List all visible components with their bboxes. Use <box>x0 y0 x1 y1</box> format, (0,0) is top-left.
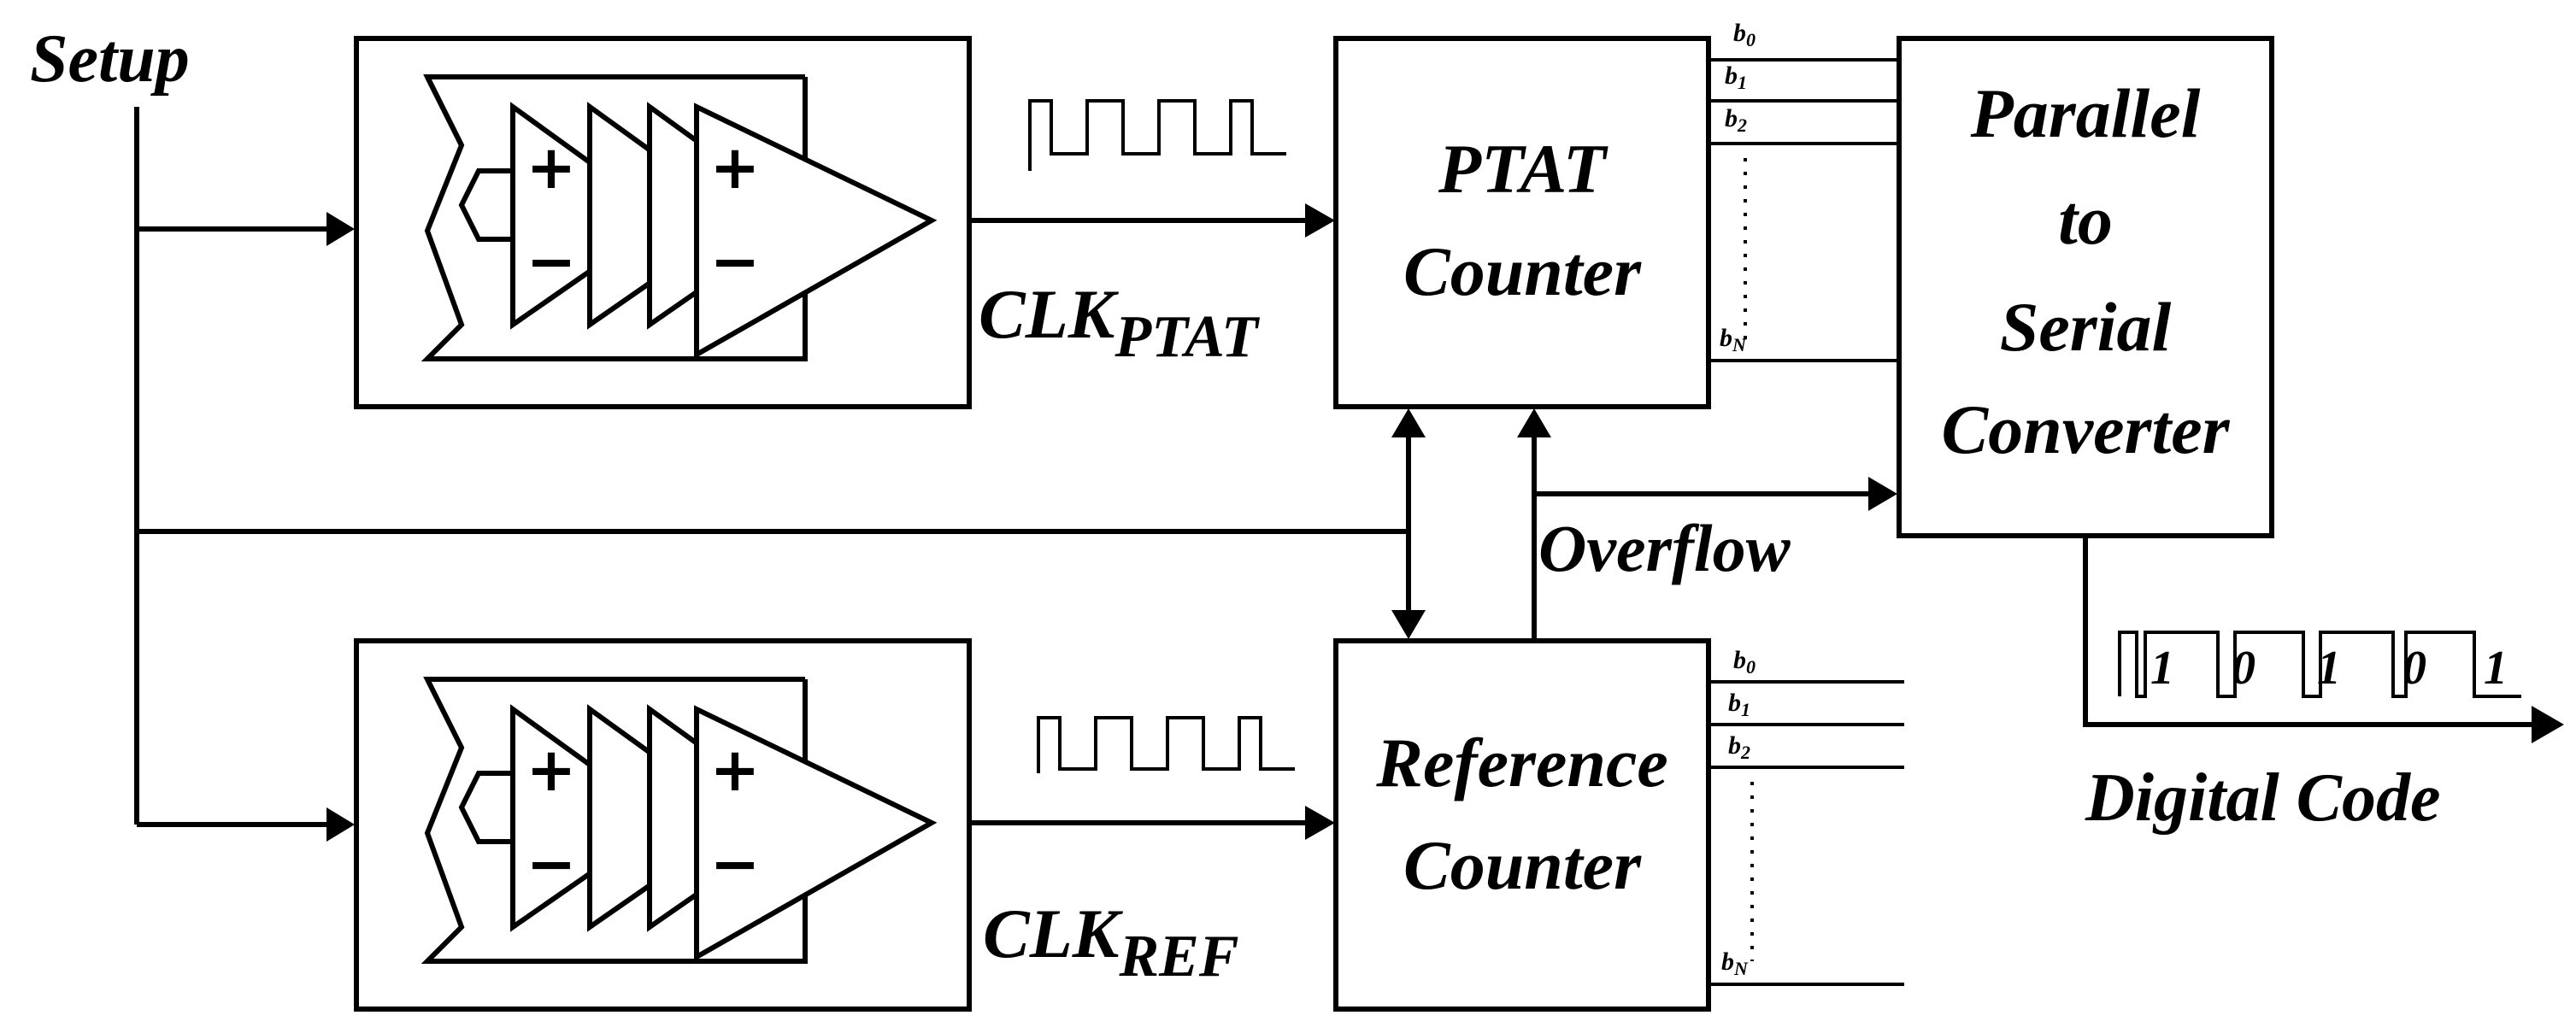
digital-output-wire <box>2083 536 2564 743</box>
overflow-label: Overflow <box>1538 511 1791 585</box>
digital-code-label: Digital Code <box>2085 760 2441 836</box>
arrow-head <box>1868 477 1897 511</box>
ptat-bit-lines <box>1709 58 1899 362</box>
clk-ref-label: CLKREF <box>983 895 1239 989</box>
arrow-head <box>1391 610 1426 639</box>
converter-block: Parallel to Serial Converter <box>1897 36 2274 538</box>
oscillator-bottom: + − + − <box>354 638 972 1012</box>
converter-line4: Converter <box>1941 390 2230 468</box>
clock-waveform-ptat <box>1028 99 1286 171</box>
plus-sign: + <box>526 735 577 805</box>
plus-sign: + <box>710 735 761 805</box>
ptat-bit-1: b1 <box>1725 62 1747 93</box>
setup-wires <box>134 107 1409 842</box>
ref-bit-1: b1 <box>1728 689 1750 720</box>
minus-sign: − <box>710 829 761 899</box>
ref-bit-lines <box>1709 680 1904 986</box>
setup-label: Setup <box>30 21 190 97</box>
ptat-bit-2: b2 <box>1725 104 1747 136</box>
clock-waveform-ref <box>1037 716 1295 773</box>
minus-sign: − <box>526 829 577 899</box>
serial-bit-4: 1 <box>2484 642 2508 695</box>
ptat-counter-block: PTAT Counter <box>1333 36 1711 409</box>
serial-bit-3: 0 <box>2403 642 2426 695</box>
ref-bit-2: b2 <box>1728 731 1750 763</box>
clk-ptat-label: CLKPTAT <box>979 275 1261 370</box>
clock-wires <box>969 99 1335 840</box>
arrow-head <box>2532 706 2564 743</box>
reference-counter-line2: Counter <box>1403 826 1642 904</box>
ref-bit-0: b0 <box>1733 646 1756 678</box>
ptat-bit-0: b0 <box>1733 19 1756 50</box>
arrow-head <box>1391 408 1426 437</box>
arrow-head <box>1305 806 1335 840</box>
serial-bit-0: 1 <box>2150 642 2174 695</box>
arrow-head <box>1517 408 1551 437</box>
converter-line2: to <box>2058 181 2113 259</box>
serial-bit-2: 1 <box>2317 642 2341 695</box>
minus-sign: − <box>710 226 761 296</box>
converter-line3: Serial <box>2000 288 2172 366</box>
reference-counter-block: Reference Counter <box>1333 638 1711 1012</box>
serial-bit-1: 0 <box>2232 642 2255 695</box>
serial-waveform <box>2118 631 2521 698</box>
plus-sign: + <box>526 132 577 202</box>
ptat-counter-line1: PTAT <box>1438 130 1609 208</box>
arrow-head <box>1305 203 1335 238</box>
reference-counter-line1: Reference <box>1375 724 1668 801</box>
oscillator-top: + − + − <box>354 36 972 409</box>
ref-bit-n: bN <box>1721 948 1749 979</box>
counter-interconnect <box>1391 408 1897 641</box>
ptat-bit-n: bN <box>1720 324 1747 355</box>
plus-sign: + <box>710 132 761 202</box>
minus-sign: − <box>526 226 577 296</box>
converter-line1: Parallel <box>1970 74 2201 152</box>
arrow-head <box>326 807 355 842</box>
arrow-head <box>326 212 355 246</box>
ptat-counter-line2: Counter <box>1403 232 1642 310</box>
